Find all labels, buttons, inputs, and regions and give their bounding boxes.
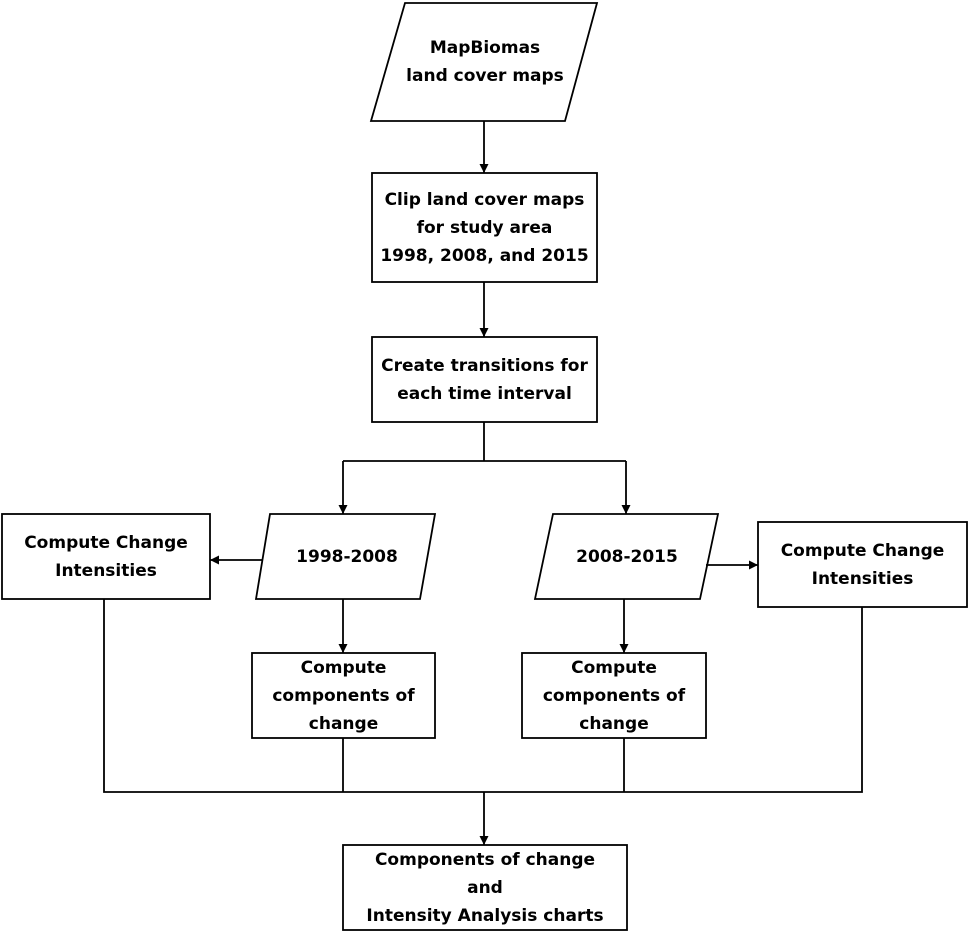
components-right-node — [521, 652, 707, 739]
components-left-node — [251, 652, 436, 739]
interval-2008-2015-label: 2008-2015 — [576, 546, 678, 567]
edge-merge-bus — [103, 599, 863, 793]
intensities-left-label: Compute Change Intensities — [24, 532, 188, 581]
mapbiomas-node — [369, 2, 599, 122]
interval-1998-2008-label: 1998-2008 — [296, 546, 398, 567]
clip-label: Clip land cover maps for study area 1998… — [380, 189, 589, 266]
interval-1998-2008-node — [254, 513, 437, 600]
clip-node — [371, 172, 598, 283]
interval-2008-2015-node — [533, 513, 720, 600]
components-left-label: Compute components of change — [272, 657, 415, 734]
transitions-label: Create transitions for each time interva… — [381, 355, 588, 404]
output-label: Components of change and Intensity Analy… — [366, 849, 604, 926]
intensities-right-label: Compute Change Intensities — [780, 540, 945, 589]
output-node — [342, 844, 628, 931]
mapbiomas-label: MapBiomas land cover maps — [406, 38, 564, 86]
intensities-left-node — [1, 513, 211, 600]
components-right-label: Compute components of change — [542, 657, 686, 734]
intensities-right-node — [757, 521, 968, 608]
edge-transitions-split — [343, 422, 626, 462]
